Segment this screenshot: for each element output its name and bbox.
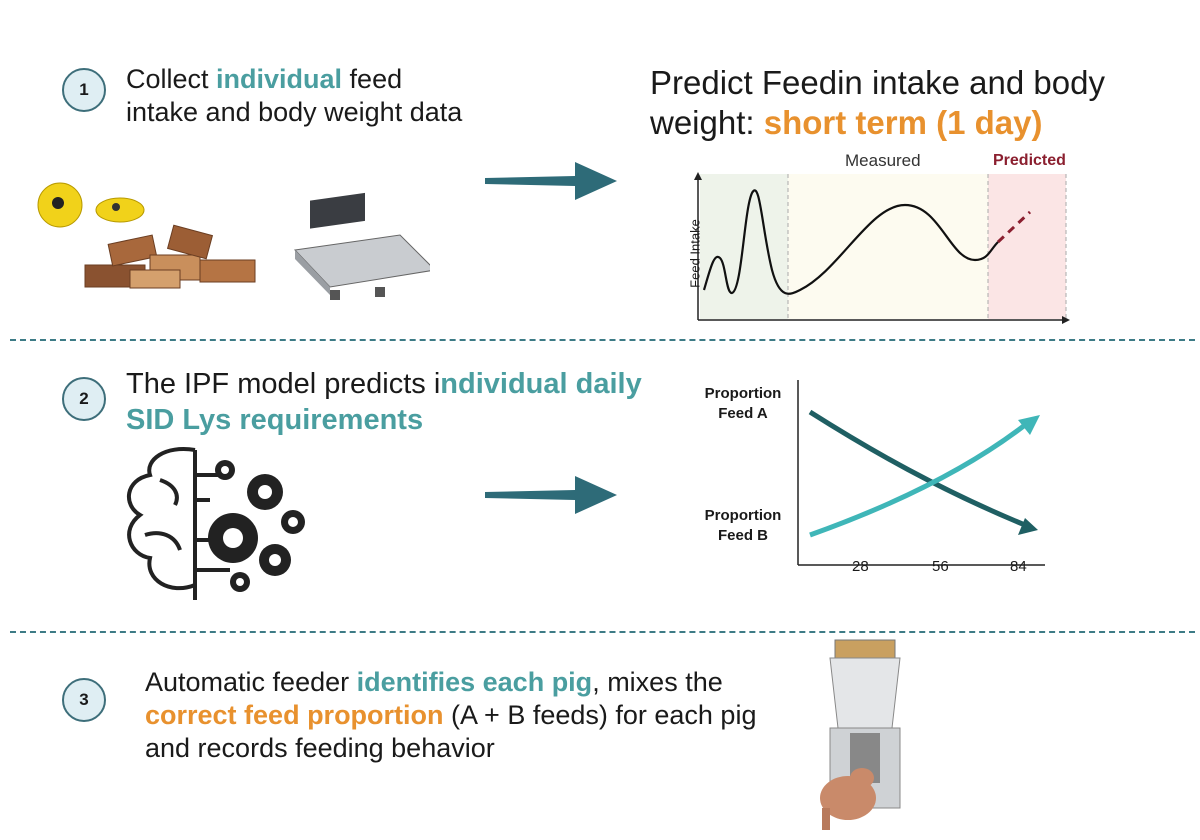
step-1-text: Collect individual feed intake and body … <box>126 63 466 129</box>
step-3-badge: 3 <box>62 678 106 722</box>
step-3-text: Automatic feeder identifies each pig, mi… <box>145 666 785 765</box>
section-divider <box>10 339 1195 341</box>
text: feed intake and body weight data <box>126 64 463 127</box>
text: Predict Feedin intake and body weight: <box>650 64 1105 141</box>
arrow-right-icon <box>485 476 617 514</box>
predicted-label: Predicted <box>993 152 1066 169</box>
feed-b-line <box>809 423 1027 538</box>
predicted-line <box>996 210 1032 244</box>
step-number: 2 <box>79 389 89 408</box>
highlight: correct feed proportion <box>145 700 444 730</box>
step-number: 1 <box>79 80 89 99</box>
measured-label: Measured <box>845 151 921 170</box>
feed-pellets-icon <box>84 224 256 289</box>
step-2-text: The IPF model predicts individual daily … <box>126 366 646 438</box>
feed-intake-chart <box>694 172 1070 324</box>
pig-icon <box>820 768 876 830</box>
data-collection-illustration <box>37 182 430 300</box>
measured-region <box>788 174 988 319</box>
step-number: 3 <box>79 690 89 709</box>
feed-a-line <box>808 409 1026 528</box>
text: , mixes the <box>592 667 723 697</box>
predicted-region <box>988 174 1066 319</box>
feed-proportion-chart <box>797 380 1045 566</box>
feed-b-label: Proportion Feed B <box>704 507 782 544</box>
highlight: short term (1 day) <box>763 104 1043 141</box>
measured-line <box>702 189 999 295</box>
step-1-badge: 1 <box>62 68 106 112</box>
highlight: individual <box>216 64 343 94</box>
text: Collect <box>126 64 217 94</box>
text: (A + B feeds) for each pig and records f… <box>145 700 757 763</box>
feed-a-label: Proportion Feed A <box>704 385 782 422</box>
text: The IPF model predicts i <box>126 368 441 400</box>
highlight: ndividual daily SID Lys requirements <box>126 368 642 436</box>
x-tick: 56 <box>932 558 949 575</box>
scale-icon <box>293 192 430 300</box>
predict-title: Predict Feedin intake and body weight: s… <box>650 63 1190 143</box>
ear-tag-icon <box>37 182 145 228</box>
arrow-right-icon <box>485 162 617 200</box>
x-tick: 28 <box>852 558 869 575</box>
automatic-feeder-icon <box>820 639 901 830</box>
step-2-badge: 2 <box>62 377 106 421</box>
section-divider <box>10 631 1195 633</box>
brain-gears-icon <box>126 447 305 600</box>
highlight: identifies each pig <box>356 667 593 697</box>
x-tick: 84 <box>1010 558 1027 575</box>
text: Automatic feeder <box>145 667 357 697</box>
